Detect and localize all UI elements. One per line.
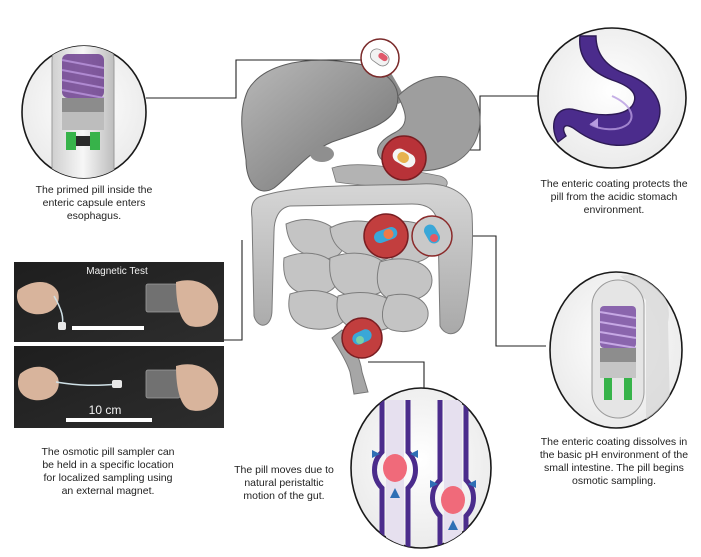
esophagus-callout xyxy=(361,39,399,77)
capsule-icon xyxy=(52,30,114,198)
stomach-bubble xyxy=(538,28,686,168)
intestine-callout-1 xyxy=(364,214,408,258)
capsule-open-icon xyxy=(592,275,670,424)
caption-coating-dissolves: The enteric coating dissolves in the bas… xyxy=(530,436,698,488)
capsule-bubble xyxy=(22,30,146,198)
caption-stomach-protects: The enteric coating protects the pill fr… xyxy=(530,178,698,217)
stomach-callout xyxy=(382,136,426,180)
magnetic-test-photo: Magnetic Test 10 cm xyxy=(14,262,224,428)
photo-title: Magnetic Test xyxy=(86,266,148,277)
peristalsis-bubble xyxy=(351,388,491,548)
scale-bar-top xyxy=(72,326,144,330)
sampler-bubble xyxy=(550,272,682,428)
caption-capsule-enters: The primed pill inside the enteric capsu… xyxy=(18,184,170,223)
caption-magnet-holds: The osmotic pill sampler can be held in … xyxy=(22,446,194,498)
scale-bar-bottom xyxy=(66,418,152,422)
caption-peristalsis: The pill moves due to natural peristalti… xyxy=(222,464,346,503)
scale-label: 10 cm xyxy=(89,403,122,417)
colon-callout xyxy=(342,318,382,358)
digestive-system-illustration xyxy=(242,39,480,394)
intestine-callout-2 xyxy=(412,216,452,256)
